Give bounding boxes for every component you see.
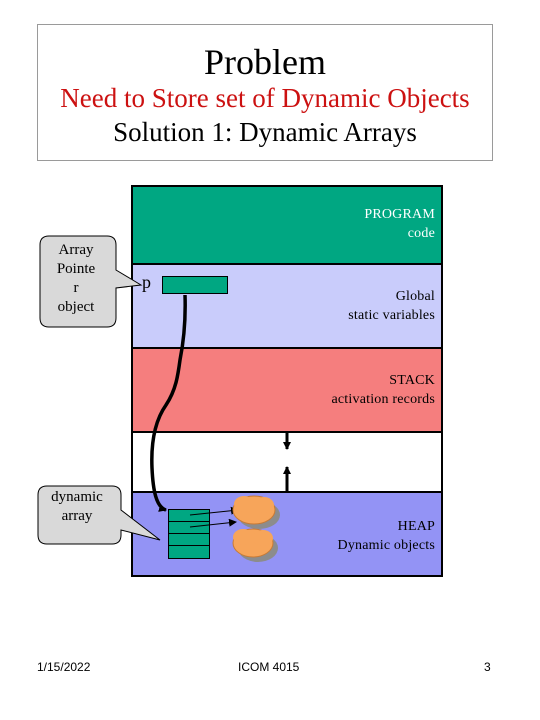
dynamic-array-box [168,509,210,559]
page-number: 3 [484,660,491,674]
callout-line: r [73,280,79,296]
callout-line: object [57,299,95,315]
dynamic-array-callout-text: dynamic array [36,488,118,526]
array-cell [169,522,209,534]
program-label-title: PROGRAM [364,207,435,222]
title-box: Problem Need to Store set of Dynamic Obj… [37,24,493,161]
pointer-variable-label: p [142,272,151,292]
program-segment-label: PROGRAM code [364,205,435,243]
callout-line: Pointe [56,261,96,277]
slide-title: Problem [204,42,326,82]
stack-segment-label: STACK activation records [331,371,435,409]
element-pointer-arrow [189,506,239,516]
slide-subtitle: Need to Store set of Dynamic Objects [60,83,470,113]
heap-label-desc: Dynamic objects [337,538,435,553]
dynamic-array-callout [37,485,161,545]
pointer-arrow [150,294,187,512]
heap-label-title: HEAP [397,519,435,534]
array-pointer-callout [39,235,143,328]
pointer-variable-box [162,276,228,294]
slide-solution: Solution 1: Dynamic Arrays [113,117,417,147]
stack-label-desc: activation records [331,392,435,407]
stack-label-title: STACK [389,373,435,388]
footer-date: 1/15/2022 [37,660,91,674]
global-label-title: Global [395,289,435,304]
global-label-desc: static variables [348,308,435,323]
array-cell [169,510,209,522]
heap-object [232,495,280,529]
global-segment-label: Global static variables [348,287,435,325]
array-pointer-callout-text: Array Pointe r object [38,241,114,317]
element-pointer-arrow [189,518,237,528]
callout-line: array [61,508,93,524]
heap-segment-label: HEAP Dynamic objects [338,517,435,555]
callout-line: dynamic [51,489,103,505]
array-cell [169,534,209,546]
heap-object [232,528,278,562]
program-label-desc: code [407,226,435,241]
callout-line: Array [58,242,94,258]
footer-course: ICOM 4015 [238,660,300,674]
program-segment: PROGRAM code [131,185,443,265]
